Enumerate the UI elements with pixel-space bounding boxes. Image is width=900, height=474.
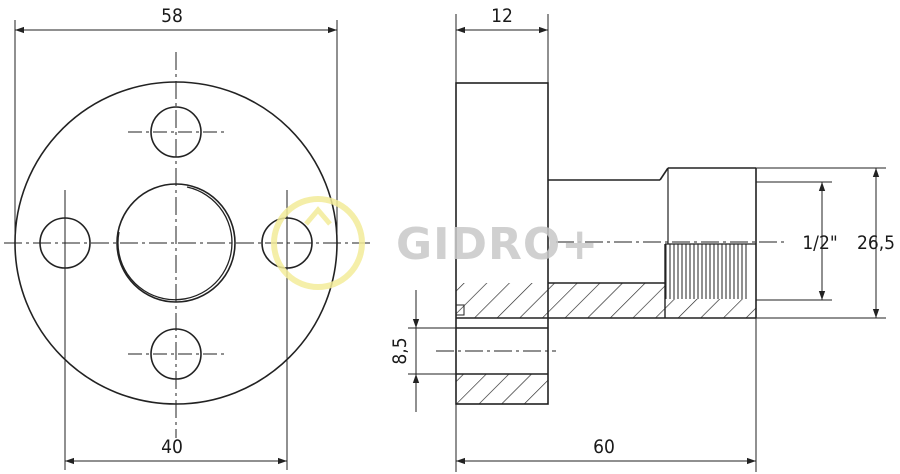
dim-40-label: 40: [161, 436, 183, 458]
dim-60-label: 60: [593, 436, 615, 458]
thread-teeth: [665, 244, 747, 299]
section-hatch-thread: [665, 299, 756, 318]
section-hatch-upper: [456, 283, 665, 318]
dim-265-label: 26,5: [857, 232, 895, 254]
watermark-text: GIDRO+: [396, 219, 599, 270]
section-hatch-lower: [456, 374, 548, 404]
dim-12-label: 12: [491, 5, 513, 27]
mounting-hole-top: [150, 106, 202, 158]
central-bore: [116, 183, 236, 303]
dim-half-label: 1/2": [802, 232, 837, 254]
dim-58-label: 58: [161, 5, 183, 27]
mounting-hole-bottom: [150, 328, 202, 380]
front-view: [4, 20, 372, 470]
bore-thread-arc: [117, 186, 233, 301]
neck-chamfer: [659, 167, 669, 181]
flange-small-notch: [455, 304, 465, 316]
watermark: GIDRO+: [271, 196, 599, 290]
watermark-ring-icon: [271, 196, 365, 290]
dim-85-label: 8,5: [389, 337, 411, 364]
watermark-drop-icon: [304, 206, 332, 226]
side-view: [408, 14, 886, 472]
flange-side-outline: [455, 82, 549, 405]
